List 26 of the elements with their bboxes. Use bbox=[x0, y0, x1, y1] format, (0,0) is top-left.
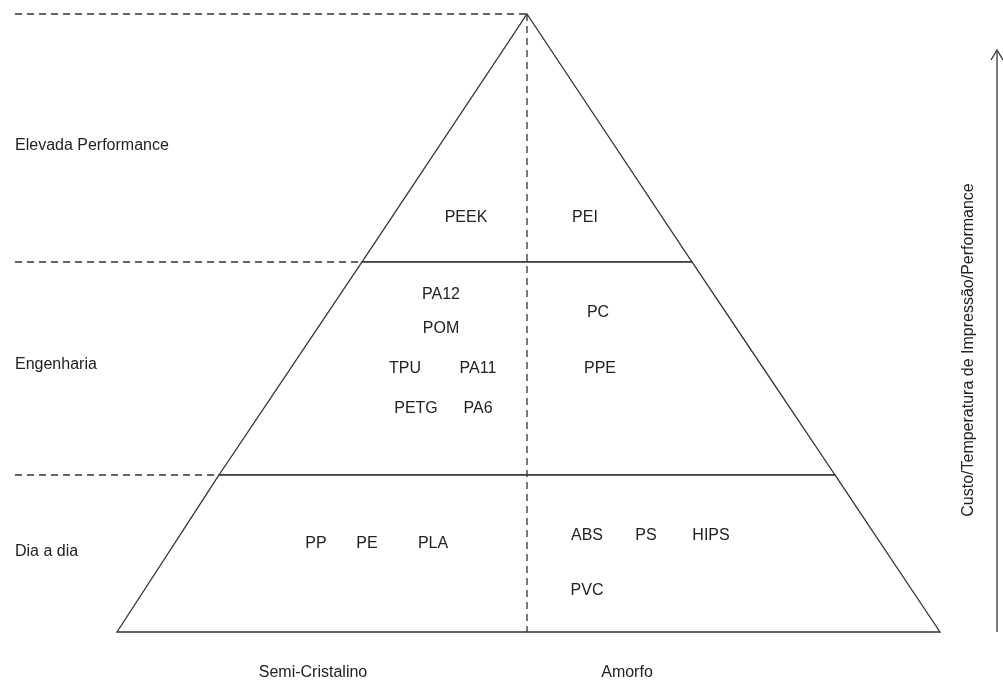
pyramid-tier bbox=[117, 475, 940, 632]
polymer-name: PA6 bbox=[463, 399, 493, 417]
polymer-name: PC bbox=[586, 303, 610, 321]
column-label: Amorfo bbox=[601, 663, 653, 681]
polymer-name: TPU bbox=[389, 359, 421, 377]
polymer-name: PEI bbox=[572, 208, 598, 226]
polymer-name: PVC bbox=[570, 581, 604, 599]
pyramid-tier bbox=[219, 262, 835, 475]
polymer-name: PETG bbox=[394, 399, 438, 417]
polymer-name: POM bbox=[422, 319, 460, 337]
column-label: Semi-Cristalino bbox=[258, 663, 368, 681]
pyramid-tier bbox=[362, 14, 692, 262]
polymer-name: PPE bbox=[584, 359, 616, 377]
polymer-name: PEEK bbox=[444, 208, 488, 226]
polymer-name: HIPS bbox=[692, 526, 730, 544]
polymer-name: PP bbox=[305, 534, 327, 552]
tier-label: Dia a dia bbox=[15, 542, 79, 560]
polymer-name: PA12 bbox=[422, 285, 460, 303]
polymer-name: PS bbox=[635, 526, 657, 544]
tier-label: Elevada Performance bbox=[15, 136, 169, 154]
polymer-name: PLA bbox=[417, 534, 449, 552]
polymer-name: ABS bbox=[571, 526, 603, 544]
polymer-name: PA11 bbox=[459, 359, 497, 377]
polymer-name: PE bbox=[356, 534, 378, 552]
tier-label: Engenharia bbox=[15, 355, 97, 373]
axis-label: Custo/Temperatura de Impressão/Performance bbox=[959, 183, 977, 517]
